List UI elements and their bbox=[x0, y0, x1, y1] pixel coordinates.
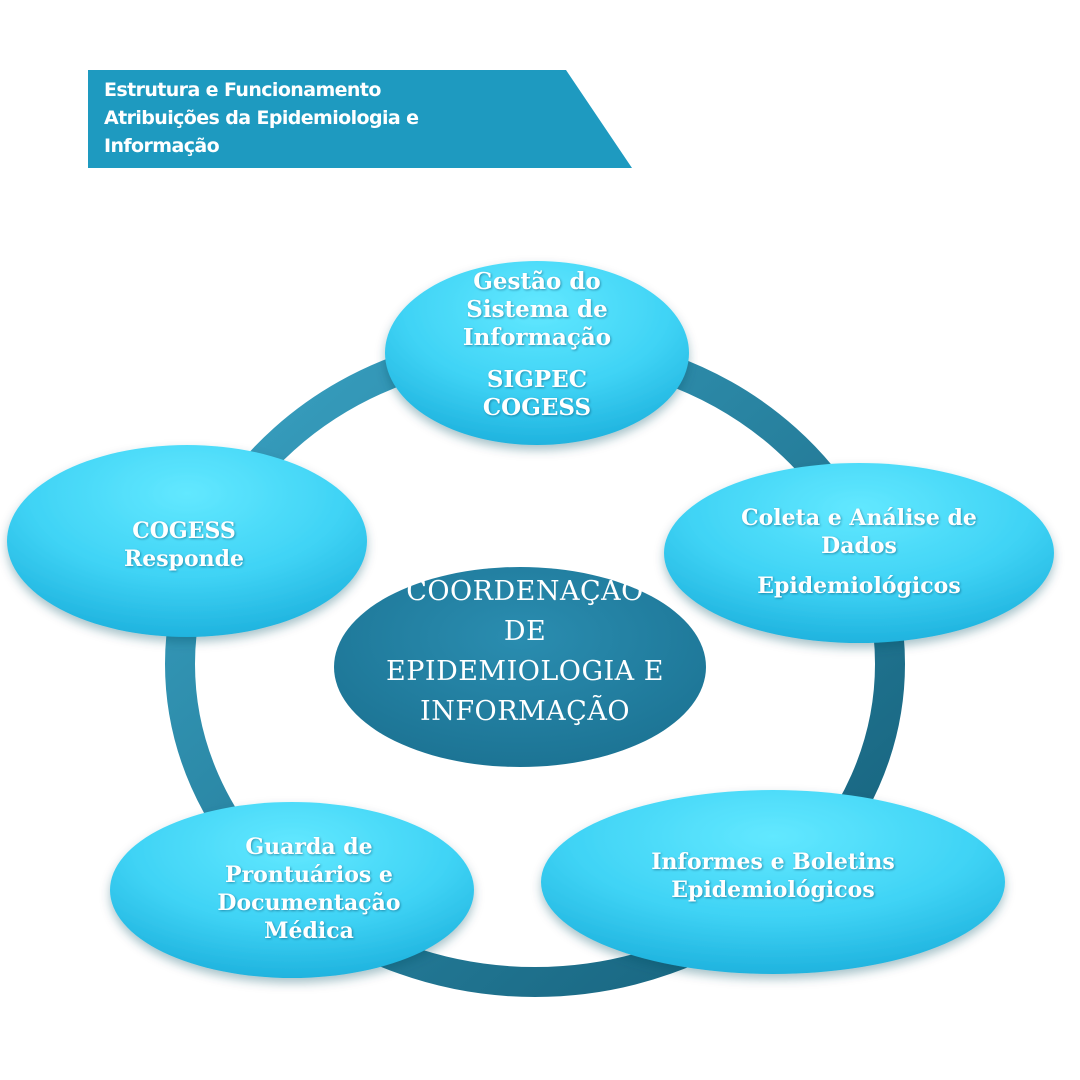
node-bottom-left: Guarda de Prontuários e Documentação Méd… bbox=[189, 833, 429, 945]
node-right: Coleta e Análise de Dados Epidemiológico… bbox=[699, 504, 1019, 600]
header-title: Estrutura e Funcionamento Atribuições da… bbox=[104, 76, 524, 160]
node-left: COGESS Responde bbox=[84, 517, 284, 573]
node-top-title-1: Gestão do bbox=[473, 268, 601, 295]
center-line-3: EPIDEMIOLOGIA E bbox=[386, 656, 664, 687]
node-bottom-left-title-4: Médica bbox=[264, 918, 354, 944]
node-bottom-left-title-1: Guarda de bbox=[245, 834, 373, 860]
node-top-sub-1: SIGPEC bbox=[486, 366, 588, 393]
node-top: Gestão do Sistema de Informação SIGPEC C… bbox=[417, 268, 657, 422]
node-right-title-2: Dados bbox=[821, 533, 897, 559]
center-line-2: DE bbox=[503, 616, 547, 647]
node-left-title-2: Responde bbox=[123, 546, 245, 572]
node-bottom-right-title-1: Informes e Boletins bbox=[651, 849, 895, 875]
node-bottom-right: Informes e Boletins Epidemiológicos bbox=[613, 848, 933, 904]
node-right-shape bbox=[664, 463, 1054, 643]
node-left-shape bbox=[7, 445, 367, 637]
center-line-1: COORDENAÇÃO bbox=[406, 576, 644, 607]
node-right-sub-1: Epidemiológicos bbox=[757, 573, 961, 599]
center-title: COORDENAÇÃO DE EPIDEMIOLOGIA E INFORMAÇÃ… bbox=[345, 572, 705, 732]
node-bottom-left-title-3: Documentação bbox=[217, 890, 401, 916]
header-line-2: Atribuições da Epidemiologia e bbox=[104, 107, 419, 129]
node-bottom-right-title-2: Epidemiológicos bbox=[671, 877, 875, 903]
node-bottom-left-shape bbox=[110, 802, 474, 978]
header-line-1: Estrutura e Funcionamento bbox=[104, 79, 381, 101]
center-line-4: INFORMAÇÃO bbox=[420, 696, 630, 727]
node-bottom-right-shape bbox=[541, 790, 1005, 974]
node-top-sub-2: COGESS bbox=[482, 394, 592, 421]
header-line-3: Informação bbox=[104, 135, 220, 157]
center-shape bbox=[334, 567, 706, 767]
node-bottom-left-title-2: Prontuários e bbox=[225, 862, 393, 888]
node-top-shape bbox=[385, 261, 689, 445]
node-right-title-1: Coleta e Análise de bbox=[741, 505, 977, 531]
node-left-title-1: COGESS bbox=[132, 518, 236, 544]
node-top-title-2: Sistema de bbox=[466, 296, 608, 323]
node-top-title-3: Informação bbox=[462, 324, 612, 351]
